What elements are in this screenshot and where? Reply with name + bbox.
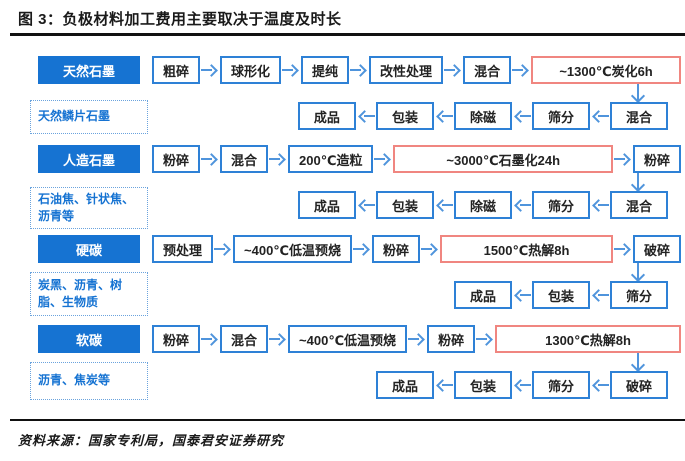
output-step: 成品 (375, 371, 434, 399)
process-step: 粉碎 (152, 325, 201, 353)
arrow-left-icon (590, 198, 610, 212)
arrow-right-icon (200, 332, 220, 346)
process-step: 球形化 (220, 56, 282, 84)
category-box-soft-carbon: 软碳 (38, 325, 140, 353)
output-step: 包装 (375, 102, 434, 130)
arrow-down-connector (637, 353, 639, 371)
output-step: 成品 (297, 191, 356, 219)
output-step: 除磁 (453, 191, 512, 219)
process-step: 粗碎 (152, 56, 201, 84)
arrow-left-icon (590, 109, 610, 123)
flow-row-natural-graphite: 天然石墨 粗碎 球形化 提纯 改性处理 混合 ~1300℃炭化6h (38, 56, 681, 84)
arrow-right-icon (268, 152, 288, 166)
arrow-left-icon (590, 288, 610, 302)
process-step: 破碎 (632, 235, 681, 263)
category-box-natural-graphite: 天然石墨 (38, 56, 140, 84)
arrow-right-icon (281, 63, 301, 77)
process-step: ~400℃低温预烧 (233, 235, 353, 263)
output-row-hard-carbon: 成品 包装 筛分 (453, 281, 668, 309)
arrow-right-icon (443, 63, 463, 77)
arrow-right-icon (420, 242, 440, 256)
figure-title: 图 3：负极材料加工费用主要取决于温度及时长 (18, 11, 342, 28)
arrow-right-icon (407, 332, 427, 346)
arrow-left-icon (512, 378, 532, 392)
material-label-artificial-graphite: 石油焦、针状焦、沥青等 (30, 187, 148, 229)
arrow-left-icon (512, 109, 532, 123)
high-temp-step: ~1300℃炭化6h (531, 56, 681, 84)
arrow-right-icon (200, 152, 220, 166)
flow-row-hard-carbon: 硬碳 预处理 ~400℃低温预烧 粉碎 1500℃热解8h 破碎 (38, 235, 681, 263)
process-step: 提纯 (301, 56, 350, 84)
output-row-natural-graphite: 成品 包装 除磁 筛分 混合 (297, 102, 668, 130)
material-label-soft-carbon: 沥青、焦炭等 (30, 362, 148, 400)
title-divider (10, 33, 685, 36)
arrow-left-icon (434, 378, 454, 392)
arrow-right-icon (511, 63, 531, 77)
output-step: 筛分 (609, 281, 668, 309)
process-step: 200℃造粒 (288, 145, 374, 173)
arrow-left-icon (512, 198, 532, 212)
output-step: 筛分 (531, 371, 590, 399)
process-step: 预处理 (152, 235, 214, 263)
arrow-left-icon (434, 109, 454, 123)
arrow-right-icon (475, 332, 495, 346)
output-step: 包装 (453, 371, 512, 399)
output-row-soft-carbon: 成品 包装 筛分 破碎 (375, 371, 668, 399)
process-step: 粉碎 (632, 145, 681, 173)
process-step: 混合 (463, 56, 512, 84)
arrow-left-icon (434, 198, 454, 212)
arrow-left-icon (356, 198, 376, 212)
output-step: 筛分 (531, 191, 590, 219)
arrow-down-connector (637, 263, 639, 281)
arrow-down-connector (637, 84, 639, 102)
output-step: 破碎 (609, 371, 668, 399)
process-step: 改性处理 (369, 56, 444, 84)
category-box-artificial-graphite: 人造石墨 (38, 145, 140, 173)
arrow-right-icon (200, 63, 220, 77)
arrow-right-icon (613, 242, 633, 256)
material-label-hard-carbon: 炭黑、沥青、树脂、生物质 (30, 272, 148, 316)
arrow-right-icon (613, 152, 633, 166)
process-step: 混合 (220, 145, 269, 173)
output-step: 成品 (297, 102, 356, 130)
category-box-hard-carbon: 硬碳 (38, 235, 140, 263)
arrow-right-icon (352, 242, 372, 256)
output-step: 混合 (609, 102, 668, 130)
arrow-left-icon (356, 109, 376, 123)
arrow-right-icon (213, 242, 233, 256)
flow-row-soft-carbon: 软碳 粉碎 混合 ~400℃低温预烧 粉碎 1300℃热解8h (38, 325, 681, 353)
output-step: 包装 (531, 281, 590, 309)
source-note: 资料来源：国家专利局，国泰君安证券研究 (18, 433, 285, 448)
flow-row-artificial-graphite: 人造石墨 粉碎 混合 200℃造粒 ~3000℃石墨化24h 粉碎 (38, 145, 681, 173)
high-temp-step: 1300℃热解8h (495, 325, 681, 353)
output-step: 混合 (609, 191, 668, 219)
arrow-left-icon (512, 288, 532, 302)
arrow-right-icon (268, 332, 288, 346)
source-divider (10, 419, 685, 421)
process-step: 粉碎 (427, 325, 476, 353)
arrow-right-icon (349, 63, 369, 77)
process-step: 混合 (220, 325, 269, 353)
arrow-left-icon (590, 378, 610, 392)
material-label-natural-graphite: 天然鳞片石墨 (30, 100, 148, 134)
process-step: ~400℃低温预烧 (288, 325, 408, 353)
arrow-down-connector (637, 173, 639, 191)
output-step: 除磁 (453, 102, 512, 130)
output-step: 筛分 (531, 102, 590, 130)
output-row-artificial-graphite: 成品 包装 除磁 筛分 混合 (297, 191, 668, 219)
output-step: 成品 (453, 281, 512, 309)
process-step: 粉碎 (152, 145, 201, 173)
high-temp-step: ~3000℃石墨化24h (393, 145, 613, 173)
process-step: 粉碎 (372, 235, 421, 263)
high-temp-step: 1500℃热解8h (440, 235, 613, 263)
arrow-right-icon (373, 152, 393, 166)
output-step: 包装 (375, 191, 434, 219)
